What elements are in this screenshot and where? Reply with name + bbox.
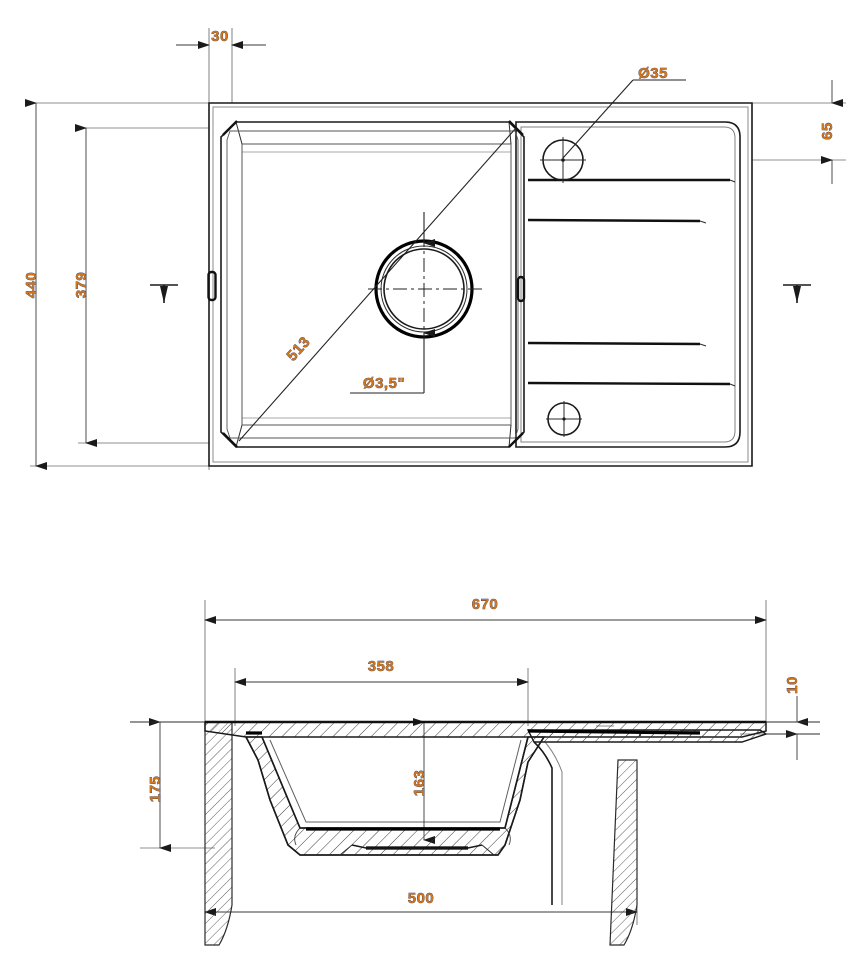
bowl-diagonal-513: [238, 127, 517, 442]
dim-30: 30: [211, 28, 229, 45]
dim-175: 175: [147, 776, 164, 803]
dim-379: 379: [73, 272, 90, 299]
dim-500: 500: [408, 890, 435, 907]
tap-hole: [540, 137, 586, 183]
dim-358: 358: [368, 658, 395, 675]
bowl-clip-left: [207, 270, 217, 302]
tap-hole-leader: [562, 79, 686, 159]
top-view: 30 440 379 65 513 Ø35 Ø3,5": [23, 28, 846, 470]
section-geometry: [130, 720, 820, 946]
dim-670: 670: [472, 596, 499, 613]
sink-bowl: [220, 120, 525, 448]
dim-tap-hole-diameter: Ø35: [638, 65, 668, 82]
dim-drain-diameter: Ø3,5": [363, 375, 405, 392]
section-dimension-lines: [140, 600, 820, 925]
section-marker-left: [150, 284, 178, 303]
dim-163: 163: [411, 770, 428, 797]
overflow-hole: [546, 401, 582, 437]
drain-leader: [350, 329, 435, 394]
bowl-clip-right: [516, 275, 526, 303]
dim-10: 10: [784, 676, 801, 694]
dim-65: 65: [819, 122, 836, 140]
dim-440: 440: [23, 272, 40, 299]
section-marker-right: [783, 284, 811, 303]
sink-outer-body: [208, 102, 753, 467]
section-view: 670 358 500 175 163 10: [130, 596, 820, 946]
